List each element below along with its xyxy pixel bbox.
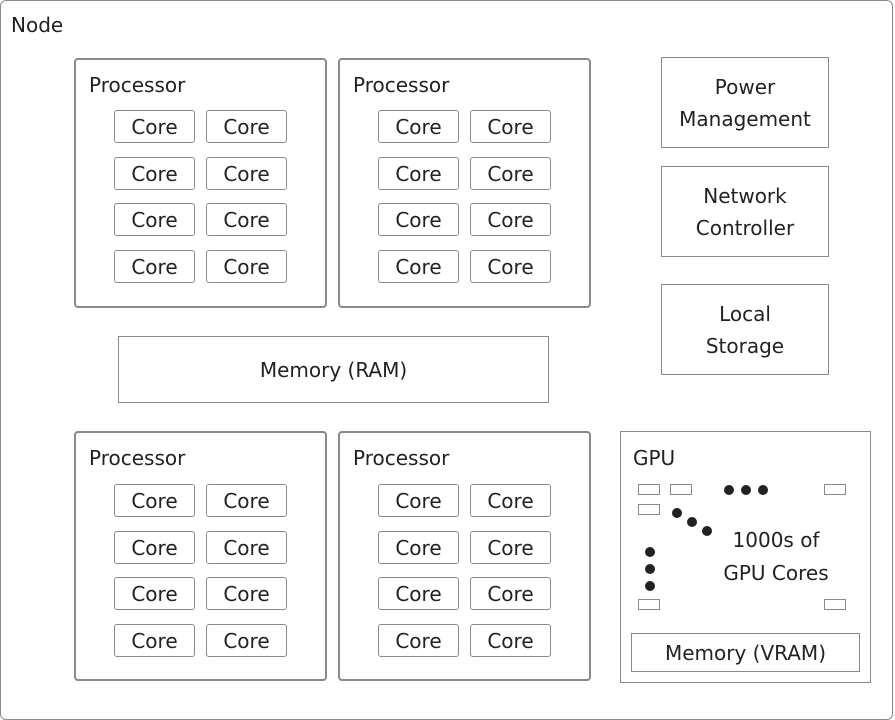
- core: Core: [206, 531, 287, 564]
- core: Core: [378, 484, 459, 517]
- core: Core: [378, 531, 459, 564]
- network-controller: Network Controller: [661, 166, 829, 257]
- core: Core: [114, 110, 195, 143]
- gpu-core: [824, 484, 846, 495]
- gpu-cores-label: 1000s of GPU Cores: [723, 528, 829, 585]
- core: Core: [114, 624, 195, 657]
- core: Core: [206, 203, 287, 236]
- core: Core: [378, 624, 459, 657]
- ellipsis-dot: [645, 564, 655, 574]
- ellipsis-dot: [741, 485, 751, 495]
- local-storage: Local Storage: [661, 284, 829, 375]
- core: Core: [206, 624, 287, 657]
- processor-4: Processor Core Core Core Core Core Core …: [338, 431, 591, 681]
- core: Core: [470, 250, 551, 283]
- core: Core: [470, 624, 551, 657]
- gpu-core: [638, 504, 660, 515]
- core: Core: [206, 110, 287, 143]
- core: Core: [378, 110, 459, 143]
- core: Core: [114, 157, 195, 190]
- core: Core: [470, 203, 551, 236]
- processor-title: Processor: [353, 73, 450, 97]
- core: Core: [470, 531, 551, 564]
- ellipsis-dot: [702, 526, 712, 536]
- processor-2: Processor Core Core Core Core Core Core …: [338, 58, 591, 308]
- core: Core: [114, 531, 195, 564]
- core: Core: [470, 484, 551, 517]
- core: Core: [206, 577, 287, 610]
- ellipsis-dot: [724, 485, 734, 495]
- core: Core: [114, 484, 195, 517]
- core: Core: [114, 250, 195, 283]
- processor-3: Processor Core Core Core Core Core Core …: [74, 431, 327, 681]
- gpu-core: [824, 599, 846, 610]
- processor-title: Processor: [89, 446, 186, 470]
- ellipsis-dot: [672, 508, 682, 518]
- gpu: GPU 1000s of GPU Cores Memory (VRAM): [620, 431, 871, 683]
- core: Core: [470, 110, 551, 143]
- power-management: Power Management: [661, 57, 829, 148]
- gpu-title: GPU: [633, 446, 676, 470]
- memory-vram: Memory (VRAM): [631, 633, 860, 672]
- core: Core: [378, 157, 459, 190]
- processor-1: Processor Core Core Core Core Core Core …: [74, 58, 327, 308]
- gpu-core: [670, 484, 692, 495]
- ellipsis-dot: [645, 581, 655, 591]
- core: Core: [206, 157, 287, 190]
- core: Core: [114, 203, 195, 236]
- core: Core: [206, 484, 287, 517]
- core: Core: [206, 250, 287, 283]
- core: Core: [470, 577, 551, 610]
- core: Core: [378, 203, 459, 236]
- node-title: Node: [11, 13, 64, 37]
- ellipsis-dot: [758, 485, 768, 495]
- ellipsis-dot: [687, 517, 697, 527]
- ellipsis-dot: [645, 547, 655, 557]
- processor-title: Processor: [89, 73, 186, 97]
- core: Core: [470, 157, 551, 190]
- gpu-core: [638, 599, 660, 610]
- memory-ram: Memory (RAM): [118, 336, 549, 403]
- gpu-core: [638, 484, 660, 495]
- core: Core: [114, 577, 195, 610]
- core: Core: [378, 250, 459, 283]
- processor-title: Processor: [353, 446, 450, 470]
- core: Core: [378, 577, 459, 610]
